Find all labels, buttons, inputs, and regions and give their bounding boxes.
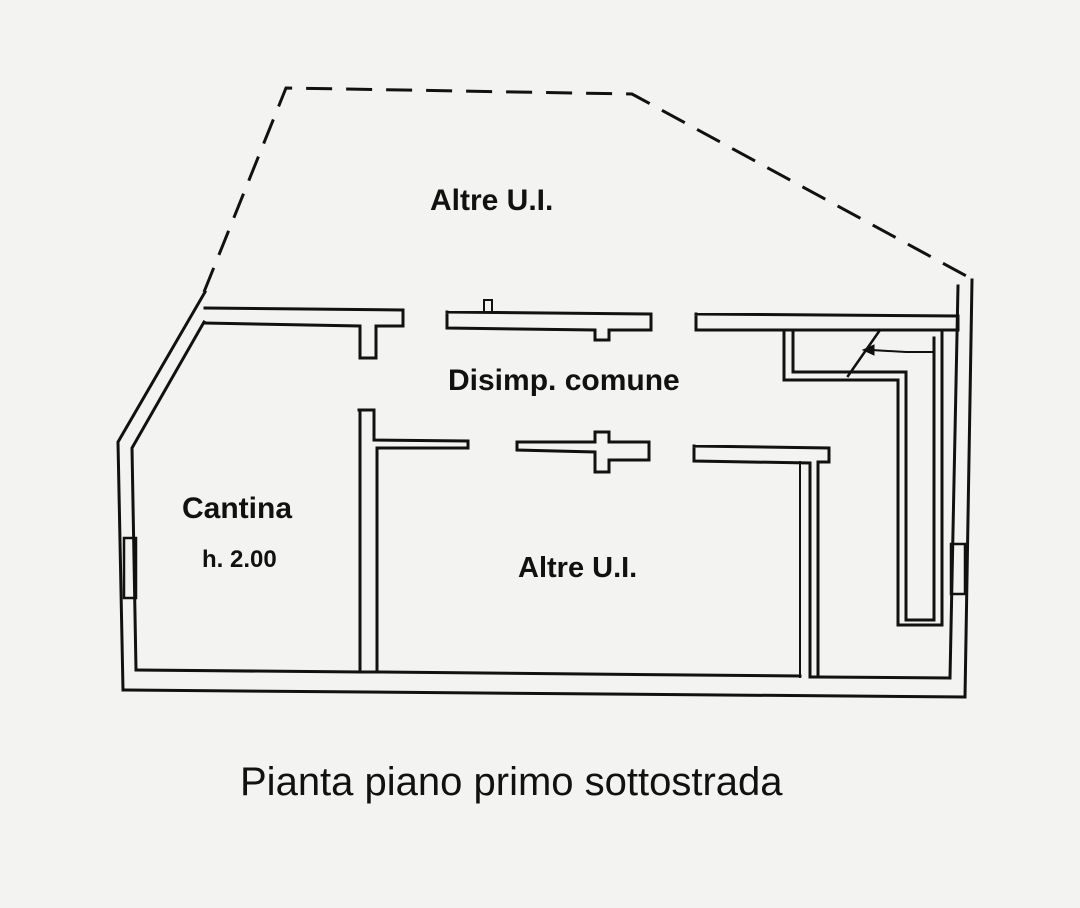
dashed-boundary xyxy=(202,86,971,293)
outer-wall-bottom-inner-b xyxy=(375,670,802,678)
door-arrow-head xyxy=(861,344,875,356)
corridor-upper-stub xyxy=(483,299,493,313)
outer-wall-right-inner xyxy=(948,284,960,680)
outer-wall-left-outer xyxy=(116,289,208,692)
room-label-lower-units: Altre U.I. xyxy=(518,552,638,584)
room-label-cellar-height: h. 2.00 xyxy=(202,546,277,573)
corridor-upper-wall-a xyxy=(203,306,405,360)
door-swing-line xyxy=(846,328,882,378)
shaft-inner xyxy=(791,328,936,622)
room-label-upper-units: Altre U.I. xyxy=(430,184,554,217)
outer-wall-bottom-outer xyxy=(121,688,967,699)
plan-caption: Pianta piano primo sottostrada xyxy=(240,760,783,804)
outer-wall-right-outer xyxy=(963,278,974,699)
corridor-lower-wall-b xyxy=(515,430,651,474)
window-left xyxy=(122,536,138,600)
corridor-upper-wall-c xyxy=(694,312,960,332)
outer-wall-left-inner xyxy=(130,319,207,672)
outer-wall-bottom-inner-c xyxy=(816,675,952,680)
outer-wall-bottom-inner xyxy=(134,668,362,674)
corridor-lower-wall-c xyxy=(692,444,831,679)
corridor-upper-wall-b xyxy=(445,310,653,342)
room-label-cellar: Cantina xyxy=(182,492,293,525)
door-arrow xyxy=(870,348,907,354)
window-right xyxy=(949,542,967,596)
corridor-lower-wall-a xyxy=(357,408,470,674)
room-label-common-hall: Disimp. comune xyxy=(448,364,680,397)
shaft-outer xyxy=(782,328,944,627)
